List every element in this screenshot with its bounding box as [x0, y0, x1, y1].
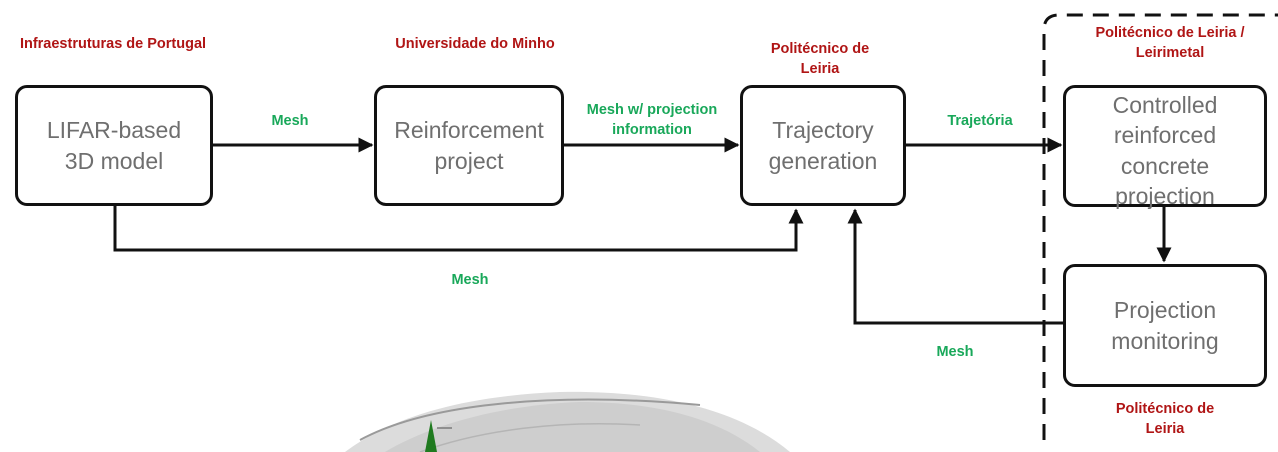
box-reinforcement-project-label: Reinforcement project: [394, 117, 544, 174]
box-trajectory-generation: Trajectory generation: [740, 85, 906, 206]
edge-label-mesh-1: Mesh: [271, 113, 309, 129]
arrow-monitoring-to-trajectory: [847, 208, 1063, 325]
box-lifar-model-label: LIFAR-based 3D model: [46, 117, 182, 174]
institution-leiria-bottom: Politécnico de Leiria: [1115, 401, 1215, 437]
box-lifar-model: LIFAR-based 3D model: [15, 85, 213, 206]
dashed-group-border: [1042, 13, 1278, 440]
institution-minho: Universidade do Minho: [395, 36, 555, 52]
edge-label-mesh-2: Mesh: [451, 272, 489, 288]
tunnel-model-render: [345, 391, 790, 452]
institution-leiria-leirimetal: Politécnico de Leiria / Leirimetal: [1095, 25, 1245, 61]
box-trajectory-generation-label: Trajectory generation: [768, 117, 878, 174]
arrow-lifar-to-trajectory: [113, 205, 804, 252]
axis-marker-icon: [425, 420, 437, 452]
institution-infraestruturas: Infraestruturas de Portugal: [19, 36, 207, 52]
box-reinforcement-project: Reinforcement project: [374, 85, 564, 206]
edge-label-mesh-3: Mesh: [936, 344, 974, 360]
institution-leiria-top: Politécnico de Leiria: [770, 41, 870, 77]
box-controlled-projection-label: Controlled reinforced concrete projectio…: [1112, 92, 1218, 210]
box-projection-monitoring: Projection monitoring: [1063, 264, 1267, 387]
box-controlled-projection: Controlled reinforced concrete projectio…: [1063, 85, 1267, 209]
edge-label-mesh-projection: Mesh w/ projection information: [586, 102, 718, 138]
box-projection-monitoring-label: Projection monitoring: [1111, 297, 1219, 354]
edge-label-trajetoria: Trajetória: [947, 113, 1013, 129]
